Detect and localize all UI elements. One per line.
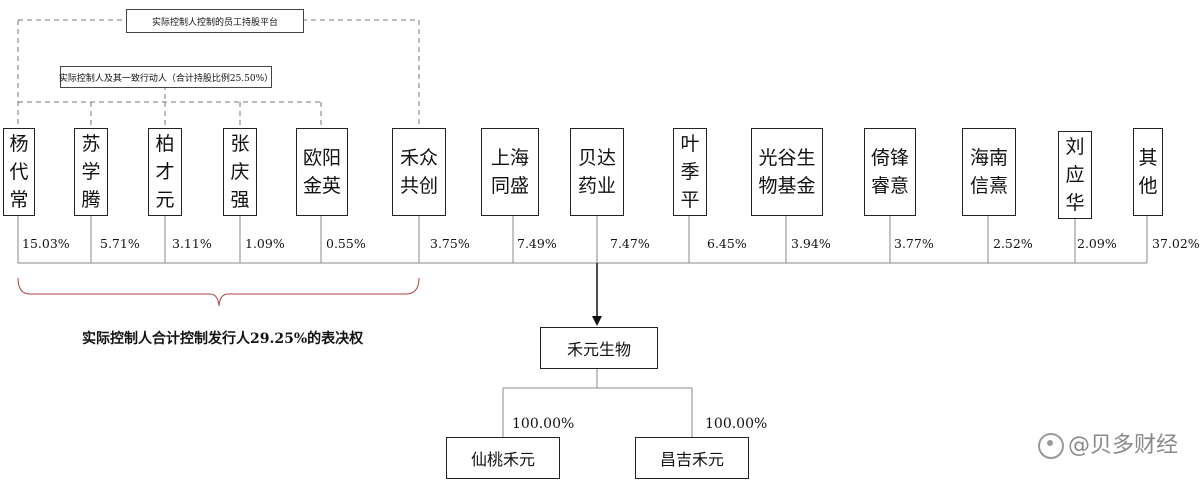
shareholder-pct: 3.94% (791, 236, 831, 251)
watermark-logo-icon (1037, 433, 1064, 459)
shareholder-name: 苏学腾 (81, 133, 101, 211)
shareholder-pct: 2.09% (1077, 236, 1117, 251)
shareholder-name: 贝达药业 (577, 147, 616, 197)
shareholder-pct: 3.11% (172, 236, 212, 251)
shareholder-pct: 15.03% (22, 236, 70, 251)
shareholder-pct: 0.55% (326, 236, 366, 251)
shareholder-pct: 6.45% (707, 236, 747, 251)
watermark: @贝多财经 (1037, 427, 1178, 459)
shareholder-name: 杨代常 (9, 133, 29, 211)
shareholder-box: 叶季平 (673, 128, 707, 216)
shareholder-pct: 3.77% (894, 236, 934, 251)
shareholder-box: 张庆强 (223, 128, 257, 216)
company-box: 禾元生物 (540, 327, 658, 369)
subsidiary-pct: 100.00% (512, 416, 575, 432)
shareholder-box: 贝达药业 (570, 128, 624, 216)
platform-dashed-bracket (17, 19, 420, 128)
control-brace (17, 277, 420, 307)
shareholder-box: 上海同盛 (481, 128, 539, 216)
shareholder-name: 禾众共创 (399, 147, 438, 197)
shareholder-box: 欧阳金英 (296, 128, 348, 216)
shareholder-box: 其他 (1133, 128, 1163, 216)
shareholder-box: 禾众共创 (392, 128, 446, 216)
shareholder-box: 柏才元 (148, 128, 182, 216)
shareholder-pct: 7.49% (517, 236, 557, 251)
shareholder-name: 海南信熹 (969, 147, 1008, 197)
shareholder-pct: 5.71% (100, 236, 140, 251)
concert-label: 实际控制人及其一致行动人（合计持股比例25.50%） (59, 66, 273, 88)
shareholder-box: 刘应华 (1058, 131, 1092, 219)
shareholder-box: 倚锋睿意 (864, 128, 916, 216)
shareholder-pct: 3.75% (430, 236, 470, 251)
shareholder-box: 海南信熹 (962, 128, 1016, 216)
shareholder-box: 光谷生物基金 (751, 128, 823, 216)
subsidiary-pct: 100.00% (705, 416, 768, 432)
shareholder-name: 柏才元 (155, 133, 175, 211)
shareholder-pct: 1.09% (245, 236, 285, 251)
shareholder-box: 杨代常 (3, 128, 35, 216)
subsidiary-box: 昌吉禾元 (635, 437, 749, 479)
shareholder-name: 张庆强 (230, 133, 250, 211)
shareholder-pct: 2.52% (993, 236, 1033, 251)
shareholder-name: 光谷生物基金 (758, 147, 816, 197)
shareholder-box: 苏学腾 (74, 128, 108, 216)
shareholder-name: 其他 (1138, 147, 1158, 197)
shareholder-name: 刘应华 (1065, 136, 1085, 214)
shareholder-name: 叶季平 (680, 133, 700, 211)
shareholder-drops (17, 215, 1148, 263)
watermark-text: @贝多财经 (1067, 433, 1178, 458)
shareholder-name: 倚锋睿意 (870, 147, 909, 197)
control-caption: 实际控制人合计控制发行人29.25%的表决权 (82, 331, 364, 347)
shareholder-name: 上海同盛 (490, 147, 529, 197)
subsidiary-box: 仙桃禾元 (446, 437, 560, 479)
arrow-head (592, 316, 602, 326)
shareholder-name: 欧阳金英 (302, 147, 341, 197)
platform-label: 实际控制人控制的员工持股平台 (126, 9, 304, 33)
subsidiary-tree (502, 369, 693, 437)
shareholder-pct: 37.02% (1152, 236, 1200, 251)
shareholder-pct: 7.47% (610, 236, 650, 251)
